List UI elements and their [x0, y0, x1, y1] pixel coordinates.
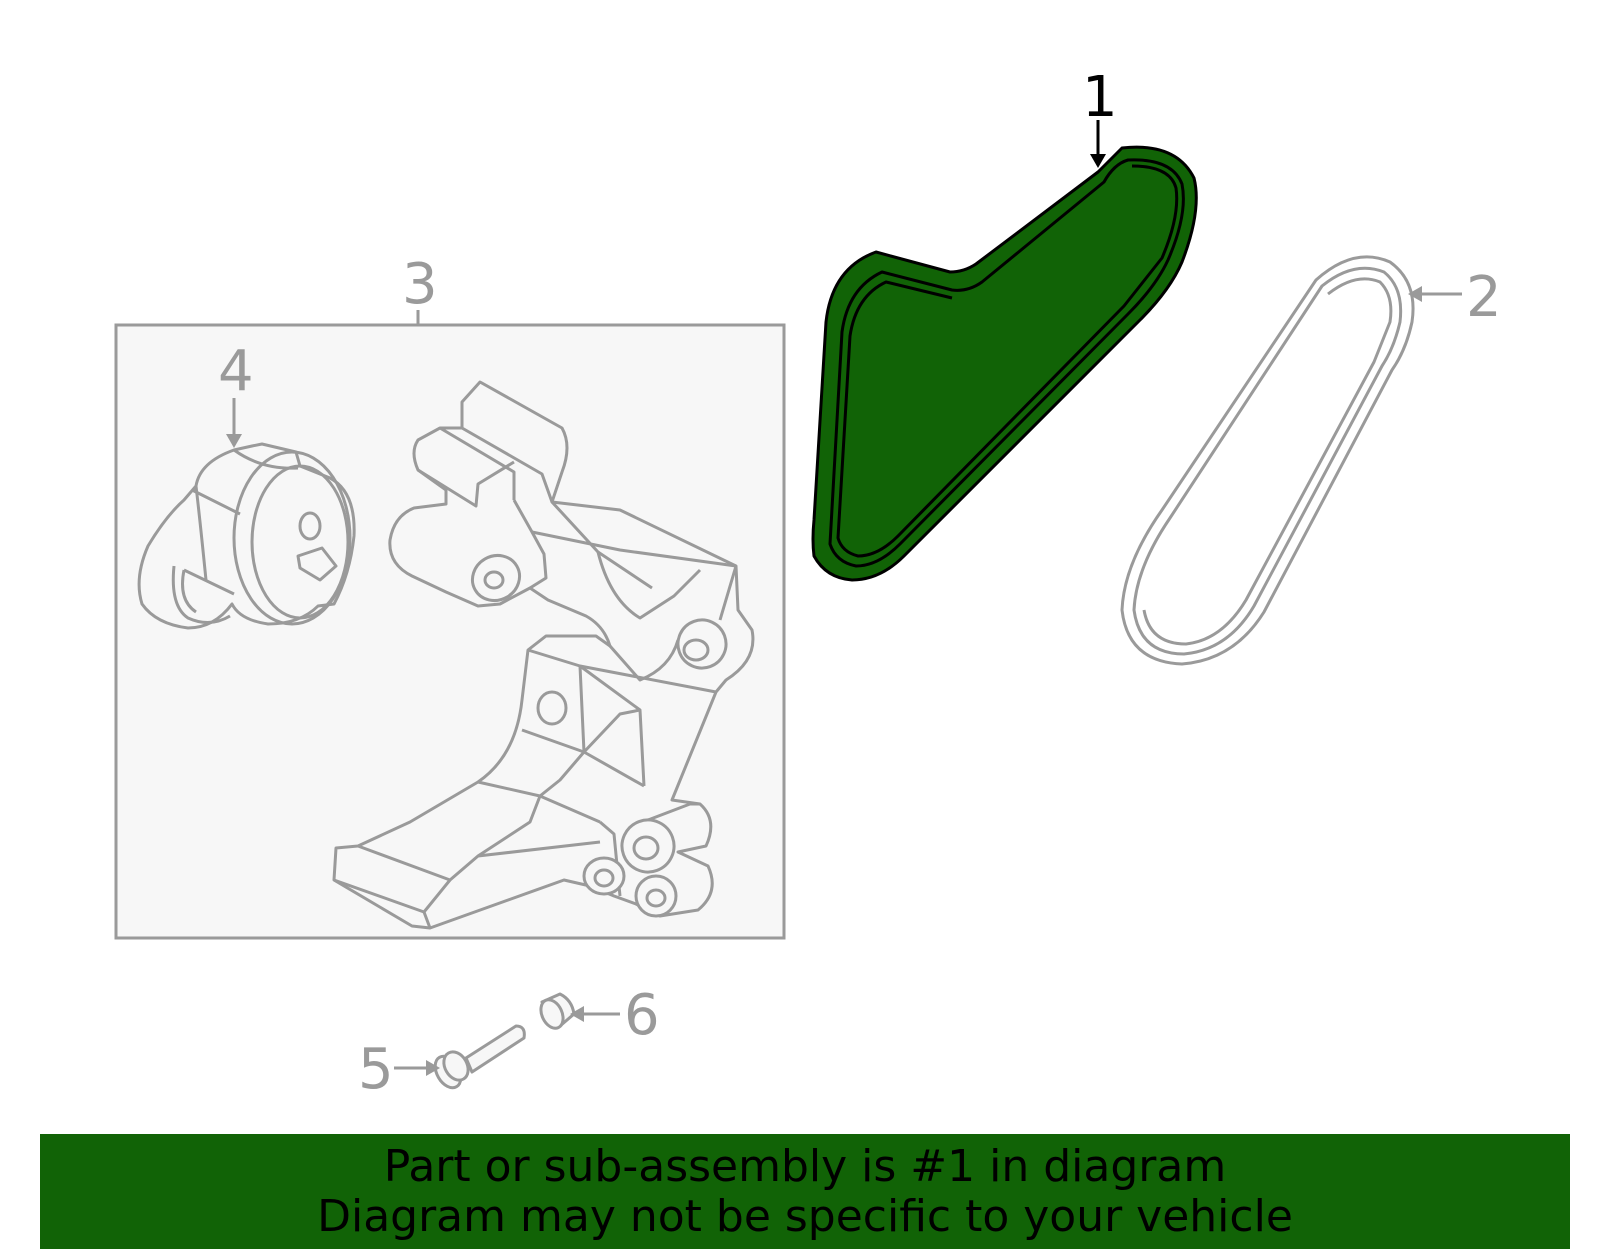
belt-1-drawing [811, 145, 1198, 582]
info-banner: Part or sub-assembly is #1 in diagram Di… [40, 1134, 1570, 1249]
callout-2-arrowhead [1408, 286, 1422, 302]
bushing-6-drawing [539, 992, 576, 1030]
callout-1-arrowhead [1090, 154, 1106, 168]
tensioner-drawing [137, 442, 356, 630]
callout-4[interactable]: 4 [218, 339, 254, 404]
callout-5[interactable]: 5 [358, 1037, 394, 1102]
callout-5-arrowhead [426, 1060, 440, 1076]
callout-4-arrowhead [226, 434, 242, 448]
callout-3[interactable]: 3 [402, 252, 438, 317]
banner-line-2: Diagram may not be specific to your vehi… [317, 1191, 1293, 1242]
banner-line-1: Part or sub-assembly is #1 in diagram [383, 1141, 1227, 1192]
callout-6-arrowhead [570, 1006, 584, 1022]
bracket-drawing [332, 380, 755, 930]
callout-2[interactable]: 2 [1466, 265, 1502, 330]
callout-1[interactable]: 1 [1082, 65, 1118, 130]
callout-6[interactable]: 6 [624, 983, 660, 1048]
bolt-5-drawing [433, 1024, 526, 1090]
belt-2-drawing [1120, 255, 1415, 666]
